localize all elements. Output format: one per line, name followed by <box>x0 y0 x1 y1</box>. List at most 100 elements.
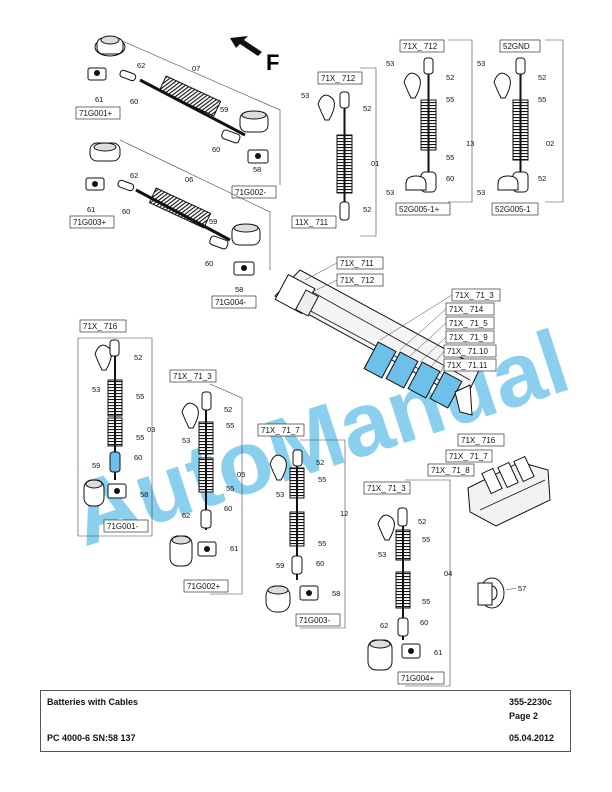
group-label-01: 01 <box>371 159 379 168</box>
callout-60: 60 <box>224 504 232 513</box>
svg-text:71G001+: 71G001+ <box>79 109 112 118</box>
callout-52: 52 <box>538 174 546 183</box>
label-71G003-minus: 71G003- <box>295 613 341 627</box>
label-71X-71-8: 71X_ 71_8 <box>427 463 475 477</box>
callout-55: 55 <box>318 539 326 548</box>
callout-60: 60 <box>212 145 220 154</box>
label-71G001-minus: 71G001- <box>103 519 149 533</box>
cable-assembly-12: 12 <box>265 439 348 629</box>
label-71G001-plus: 71G001+ <box>75 106 121 120</box>
callout-61: 61 <box>230 544 238 553</box>
svg-text:71X_ 71_7: 71X_ 71_7 <box>449 452 488 461</box>
group-label-06: 06 <box>185 175 193 184</box>
terminal-block-716-718 <box>467 455 551 527</box>
label-71X-71-10: 71X_ 71.10 <box>443 344 497 358</box>
svg-text:71G004+: 71G004+ <box>401 674 434 683</box>
callout-55: 55 <box>318 475 326 484</box>
group-label-03: 03 <box>147 425 155 434</box>
label-71X-716-block: 71X_ 716 <box>457 433 505 447</box>
callout-55: 55 <box>422 535 430 544</box>
cable-assembly-07: 07 <box>87 35 281 185</box>
label-71X-71-3-rail: 71X_ 71_3 <box>451 288 501 302</box>
document-number: 355-2230c <box>509 697 553 707</box>
svg-text:71X_ 71_9: 71X_ 71_9 <box>449 333 488 342</box>
svg-text:71X_ 714: 71X_ 714 <box>449 305 484 314</box>
callout-53: 53 <box>182 436 190 445</box>
callout-52: 52 <box>134 353 142 362</box>
callout-62: 62 <box>130 171 138 180</box>
svg-text:71X_ 711: 71X_ 711 <box>340 259 374 268</box>
callout-52: 52 <box>418 517 426 526</box>
callout-55: 55 <box>422 597 430 606</box>
svg-text:52G005-1: 52G005-1 <box>495 205 531 214</box>
callout-53: 53 <box>276 490 284 499</box>
label-71X-711-rail: 71X_ 711 <box>336 256 384 270</box>
cable-assembly-04: 04 <box>367 479 452 687</box>
label-11X-711: 11X_ 711 <box>291 215 337 229</box>
callout-59: 59 <box>220 105 228 114</box>
label-52GND: 52GND <box>499 39 541 53</box>
label-71G004-plus: 71G004+ <box>397 671 445 685</box>
front-direction-label: F <box>266 50 279 75</box>
svg-text:71X_ 71.10: 71X_ 71.10 <box>447 347 488 356</box>
label-71X-712-rail: 71X_ 712 <box>336 273 384 287</box>
callout-60: 60 <box>446 174 454 183</box>
svg-text:11X_ 711: 11X_ 711 <box>295 218 329 227</box>
callout-52: 52 <box>446 73 454 82</box>
label-71X-716: 71X_ 716 <box>79 319 127 333</box>
callout-59: 59 <box>209 217 217 226</box>
revision-date: 05.04.2012 <box>509 733 555 743</box>
page-number: Page 2 <box>509 711 539 721</box>
callout-53: 53 <box>386 59 394 68</box>
svg-text:71G003+: 71G003+ <box>73 218 106 227</box>
callout-61: 61 <box>434 648 442 657</box>
callout-60: 60 <box>316 559 324 568</box>
label-71X-71-11: 71X_ 71.11 <box>443 358 497 372</box>
callout-53: 53 <box>378 550 386 559</box>
callout-55: 55 <box>446 95 454 104</box>
label-71X-71-5: 71X_ 71_5 <box>445 316 495 330</box>
callout-58: 58 <box>140 490 148 499</box>
callout-60: 60 <box>130 97 138 106</box>
svg-text:71X_ 716: 71X_ 716 <box>83 322 118 331</box>
label-71G004-minus: 71G004- <box>211 295 257 309</box>
drawing-title: Batteries with Cables <box>47 697 139 707</box>
callout-55: 55 <box>446 153 454 162</box>
callout-62: 62 <box>380 621 388 630</box>
callout-62: 62 <box>182 511 190 520</box>
label-71X-71-3-group05: 71X_ 71_3 <box>169 369 217 383</box>
callout-52: 52 <box>316 458 324 467</box>
group-label-07: 07 <box>192 64 200 73</box>
svg-text:71X_ 71_7: 71X_ 71_7 <box>261 426 300 435</box>
label-71G002-minus: 71G002- <box>231 185 277 199</box>
label-71X-714: 71X_ 714 <box>445 302 495 316</box>
callout-62: 62 <box>137 61 145 70</box>
callout-53: 53 <box>301 91 309 100</box>
svg-text:52G005-1+: 52G005-1+ <box>399 205 440 214</box>
svg-text:71X_ 71.11: 71X_ 71.11 <box>447 361 488 370</box>
callout-60: 60 <box>134 453 142 462</box>
label-71X-71-7-block: 71X_ 71_7 <box>445 449 493 463</box>
cable-assembly-05: 05 <box>169 383 245 595</box>
callout-61: 61 <box>87 205 95 214</box>
title-block: Batteries with Cables 355-2230c Page 2 P… <box>40 690 571 752</box>
svg-text:71X_ 71_3: 71X_ 71_3 <box>367 484 406 493</box>
tape-roll-57 <box>477 577 517 609</box>
callout-55: 55 <box>136 392 144 401</box>
callout-52: 52 <box>363 104 371 113</box>
group-label-13: 13 <box>466 139 474 148</box>
cable-assembly-03: 03 <box>77 337 155 537</box>
label-71G002-plus: 71G002+ <box>183 579 229 593</box>
cable-assembly-06: 06 <box>85 139 271 276</box>
group-label-02: 02 <box>546 139 554 148</box>
svg-text:71G004-: 71G004- <box>215 298 246 307</box>
machine-model: PC 4000-6 SN:58 137 <box>47 733 136 743</box>
callout-53: 53 <box>477 188 485 197</box>
svg-text:71X_ 71_3: 71X_ 71_3 <box>455 291 494 300</box>
cable-assembly-13: 13 <box>403 39 474 203</box>
callout-55: 55 <box>226 484 234 493</box>
callout-58: 58 <box>253 165 261 174</box>
label-71X-71-9: 71X_ 71_9 <box>445 330 495 344</box>
callout-58: 58 <box>235 285 243 294</box>
